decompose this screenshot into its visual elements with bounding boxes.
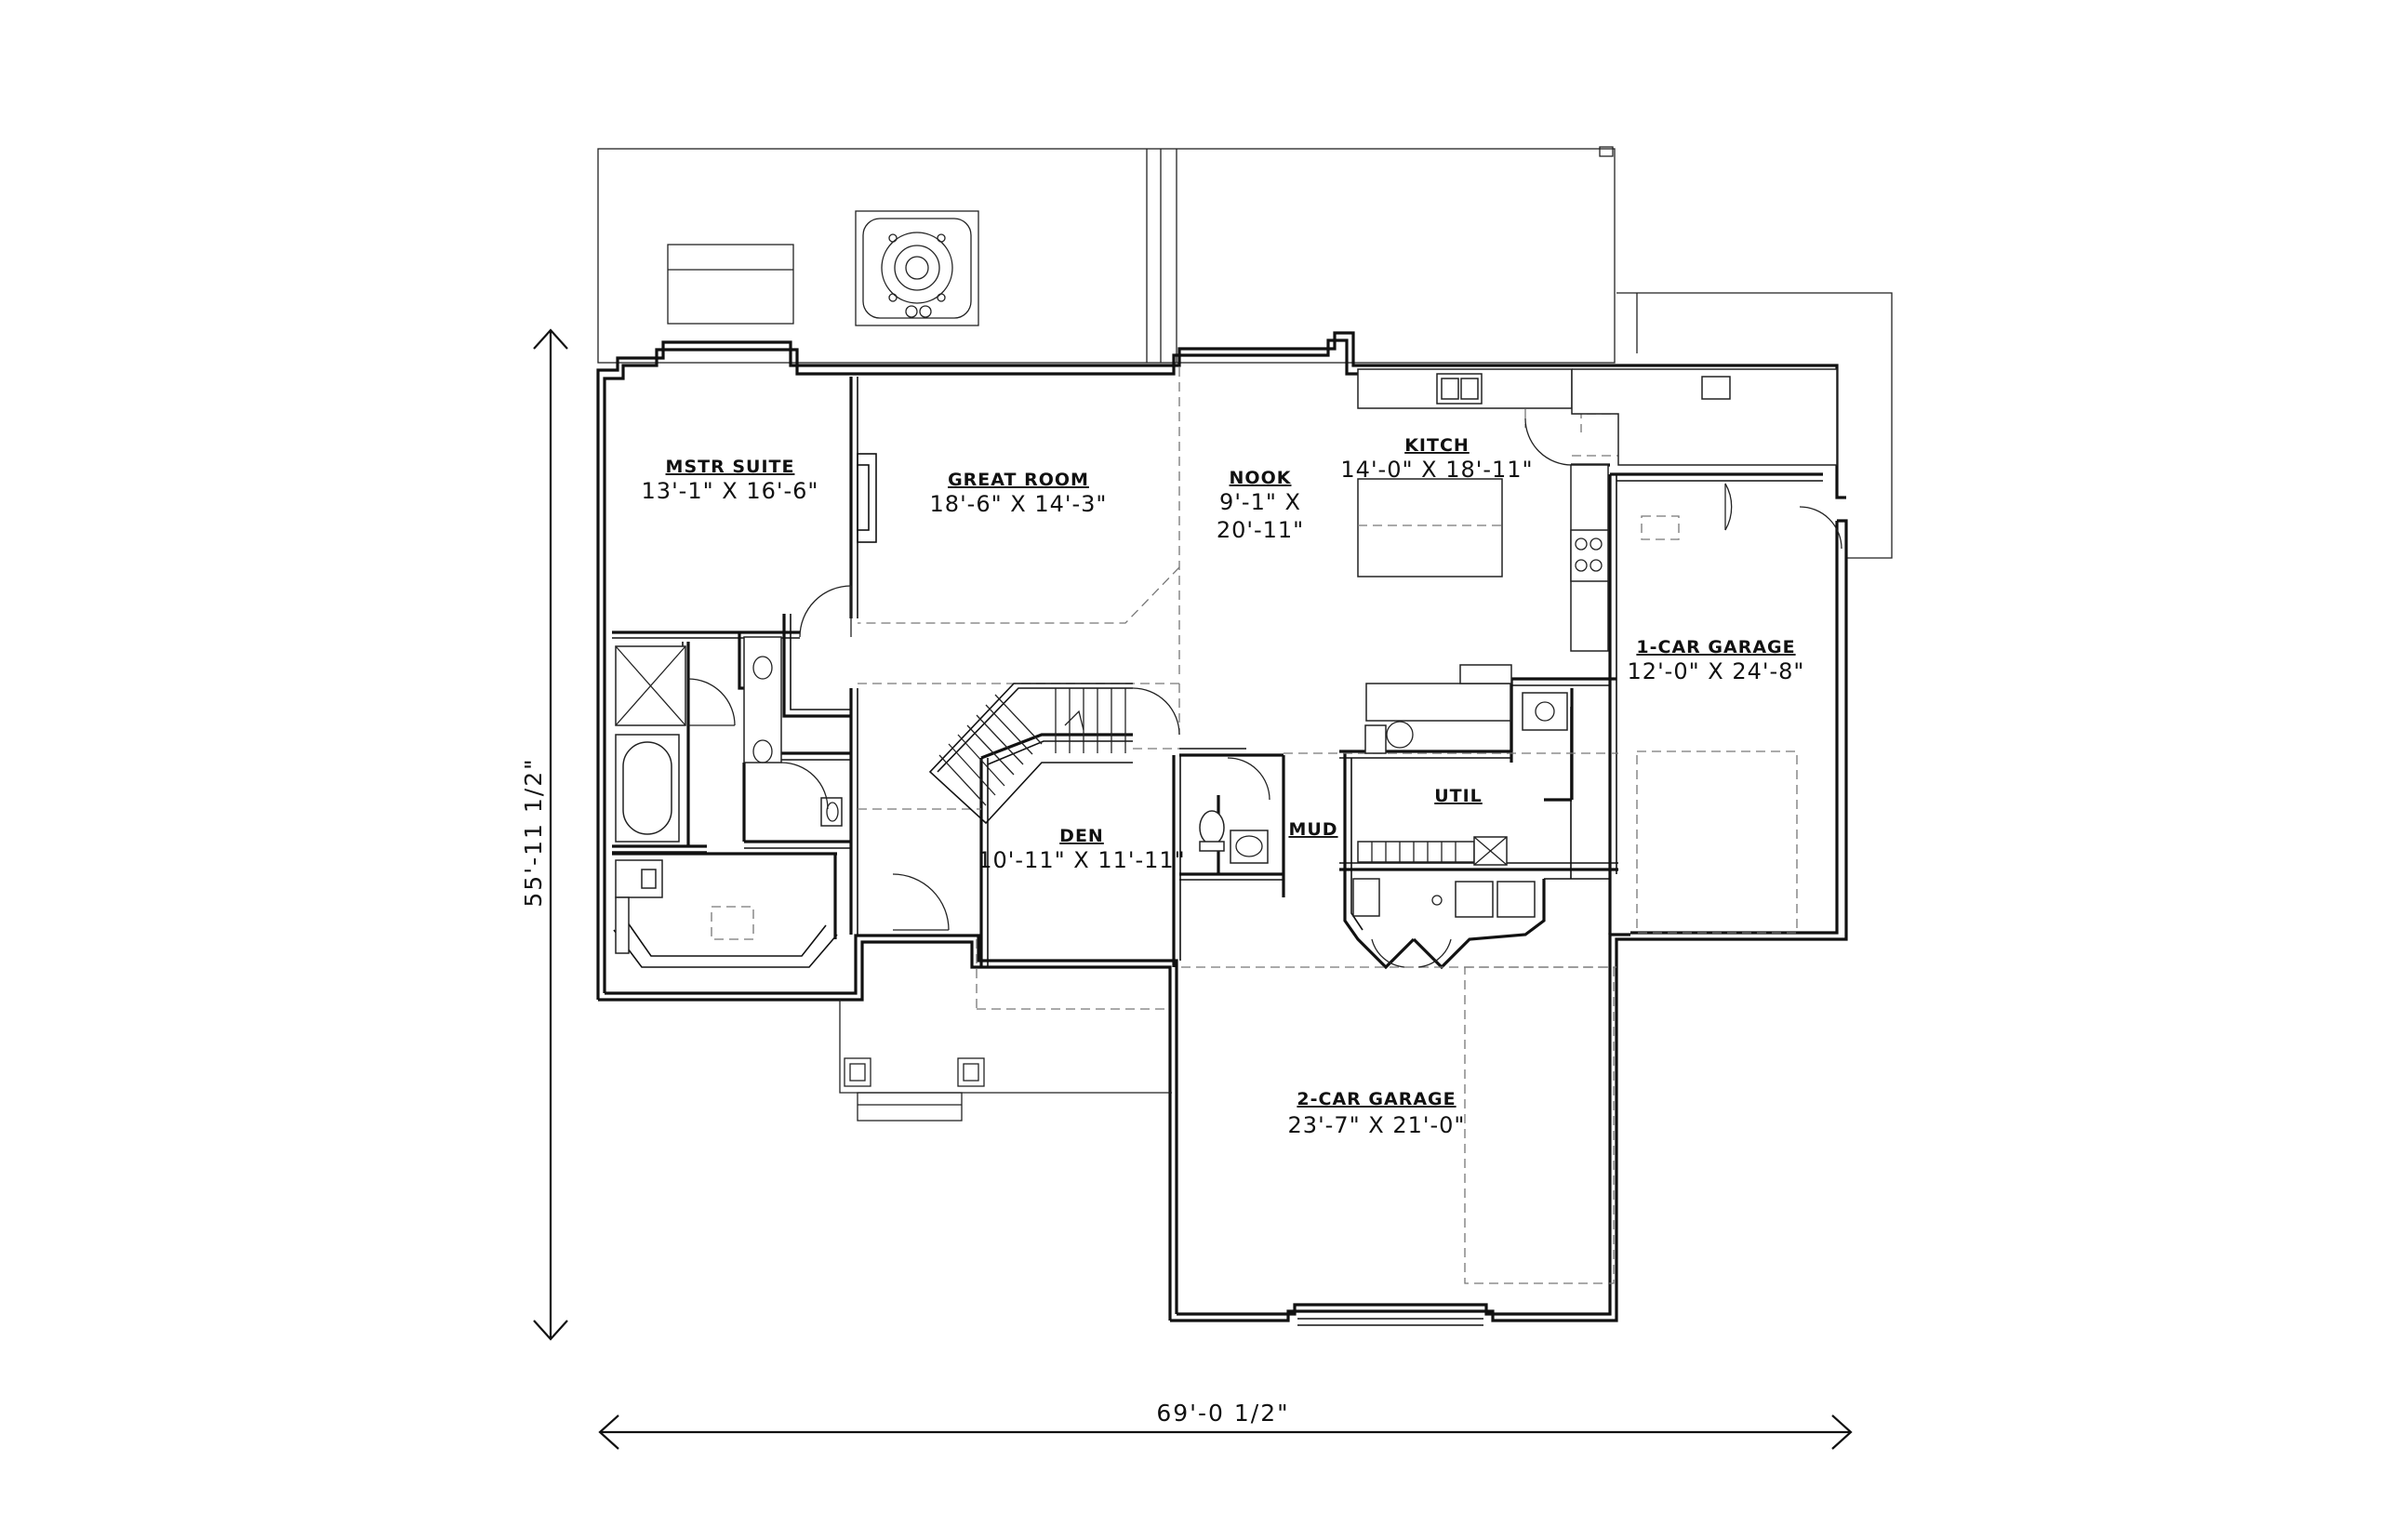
overall-width-label: 69'-0 1/2" xyxy=(1156,1400,1289,1427)
den-label: DEN xyxy=(1059,826,1104,846)
depth-dimension: 55'-11 1/2" xyxy=(520,328,568,1341)
rear-chimney xyxy=(667,244,794,325)
rear-patio xyxy=(597,146,1616,364)
kitch-size: 14'-0" X 18'-11" xyxy=(1340,457,1533,483)
den-size: 10'-11" X 11'-11" xyxy=(978,847,1185,873)
nook-size-line1: 9'-1" X xyxy=(1219,489,1301,515)
mstr-suite-size: 13'-1" X 16'-6" xyxy=(642,478,819,504)
one-car-garage-size: 12'-0" X 24'-8" xyxy=(1628,658,1805,684)
stairs xyxy=(928,683,1133,825)
util-label: UTIL xyxy=(1434,786,1483,806)
doors xyxy=(687,418,1842,968)
hot-tub-icon xyxy=(855,210,979,326)
master-bath-fixtures xyxy=(615,636,843,954)
great-room-label: GREAT ROOM xyxy=(948,470,1089,490)
room-labels: MSTR SUITE 13'-1" X 16'-6" GREAT ROOM 18… xyxy=(642,435,1805,1138)
mud-label: MUD xyxy=(1288,819,1337,840)
nook-label: NOOK xyxy=(1230,468,1292,488)
two-car-garage-label: 2-CAR GARAGE xyxy=(1297,1089,1456,1109)
nook-size-line2: 20'-11" xyxy=(1217,517,1304,543)
side-deck xyxy=(1616,292,1893,559)
powder-util-fixtures xyxy=(1199,721,1536,918)
great-room-size: 18'-6" X 14'-3" xyxy=(930,491,1108,517)
overall-depth-label: 55'-11 1/2" xyxy=(520,757,547,907)
width-dimension: 69'-0 1/2" xyxy=(598,1400,1853,1450)
mstr-suite-label: MSTR SUITE xyxy=(666,457,795,477)
front-porch xyxy=(839,1000,1172,1122)
two-car-garage-size: 23'-7" X 21'-0" xyxy=(1288,1112,1466,1138)
interior-walls xyxy=(612,377,1823,970)
kitchen-fixtures xyxy=(1357,368,1838,731)
kitch-label: KITCH xyxy=(1404,435,1470,456)
one-car-garage-label: 1-CAR GARAGE xyxy=(1636,637,1795,657)
exterior-walls xyxy=(596,331,1848,1326)
